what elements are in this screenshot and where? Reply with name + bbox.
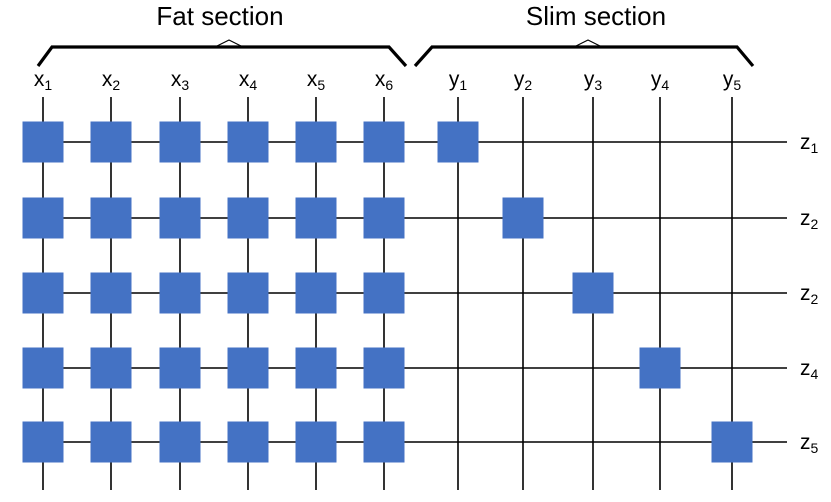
fat-block-r3-c2 [90, 272, 132, 314]
fat-section-title: Fat section [156, 1, 283, 31]
y-column-label-4: y4 [651, 68, 670, 93]
fat-block-r3-c1 [22, 272, 64, 314]
fat-block-r5-c4 [227, 421, 269, 463]
slim-section-title: Slim section [526, 1, 666, 31]
fat-block-r2-c2 [90, 197, 132, 239]
fat-block-r3-c5 [295, 272, 337, 314]
slim-block-4 [639, 347, 681, 389]
fat-section-brace [36, 39, 408, 68]
fat-block-r3-c3 [159, 272, 201, 314]
x-column-label-1: x1 [34, 68, 53, 93]
fat-block-r4-c6 [363, 347, 405, 389]
slim-block-1 [437, 121, 479, 163]
row-label-3: z2 [800, 282, 819, 307]
row-label-4: z4 [800, 357, 819, 382]
x-column-label-5: x5 [307, 68, 326, 93]
fat-block-r4-c2 [90, 347, 132, 389]
row-label-2: z2 [800, 207, 819, 232]
fat-block-r3-c4 [227, 272, 269, 314]
x-column-label-2: x2 [102, 68, 121, 93]
slim-block-3 [572, 272, 614, 314]
fat-block-r5-c5 [295, 421, 337, 463]
row-label-5: z5 [800, 431, 819, 456]
slim-block-2 [502, 197, 544, 239]
y-column-label-3: y3 [584, 68, 603, 93]
fat-block-r1-c5 [295, 121, 337, 163]
block-layer [22, 121, 753, 463]
fat-block-r4-c3 [159, 347, 201, 389]
fat-block-r5-c2 [90, 421, 132, 463]
x-column-label-4: x4 [239, 68, 258, 93]
fat-block-r1-c1 [22, 121, 64, 163]
x-column-label-3: x3 [171, 68, 190, 93]
fat-block-r1-c6 [363, 121, 405, 163]
y-column-label-5: y5 [723, 68, 742, 93]
fat-block-r5-c6 [363, 421, 405, 463]
fat-block-r4-c1 [22, 347, 64, 389]
slim-section-brace [413, 39, 755, 68]
fat-block-r5-c1 [22, 421, 64, 463]
fat-block-r4-c5 [295, 347, 337, 389]
fat-block-r2-c6 [363, 197, 405, 239]
fat-block-r2-c4 [227, 197, 269, 239]
fat-block-r1-c4 [227, 121, 269, 163]
y-column-label-2: y2 [514, 68, 533, 93]
fat-block-r1-c3 [159, 121, 201, 163]
x-column-label-6: x6 [375, 68, 394, 93]
fat-block-r2-c5 [295, 197, 337, 239]
fat-block-r2-c1 [22, 197, 64, 239]
fat-block-r1-c2 [90, 121, 132, 163]
fat-block-r4-c4 [227, 347, 269, 389]
fat-block-r3-c6 [363, 272, 405, 314]
label-layer: x1 x2 x3 x4 x5 x6 y1 y2 y3 y4 y5 z1 z2 z2 z4 z5 [34, 68, 819, 456]
row-label-1: z1 [800, 131, 819, 156]
y-column-label-1: y1 [449, 68, 468, 93]
fat-block-r2-c3 [159, 197, 201, 239]
wire-layer [40, 97, 787, 490]
slim-block-5 [711, 421, 753, 463]
fat-block-r5-c3 [159, 421, 201, 463]
